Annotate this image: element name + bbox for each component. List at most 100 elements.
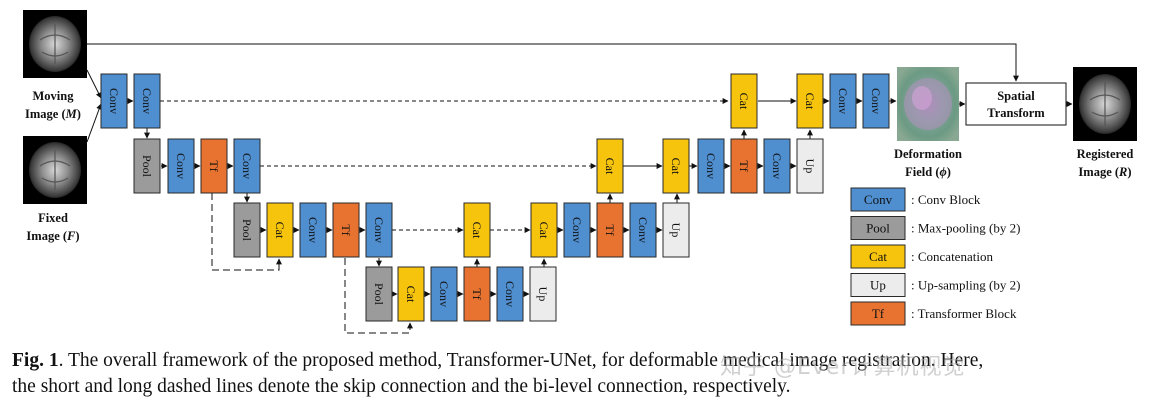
fixed-label-line2: Image (F) <box>26 229 79 243</box>
conv-block-label: Conv <box>140 88 154 114</box>
conv-block: Conv <box>496 266 524 322</box>
legend-description: : Conv Block <box>911 192 981 207</box>
cat-block-label: Cat <box>537 222 551 239</box>
up-block: Up <box>796 138 824 194</box>
cat-block: Cat <box>530 202 558 258</box>
moving-label-line2: Image (M) <box>25 107 81 121</box>
conv-block: Conv <box>862 73 890 129</box>
conv-block-label: Conv <box>503 281 517 307</box>
caption-line2: the short and long dashed lines denote t… <box>12 376 791 397</box>
cat-block-label: Cat <box>603 158 617 175</box>
figure-caption: Fig. 1. The overall framework of the pro… <box>12 348 1162 400</box>
legend-swatch <box>850 216 906 240</box>
pool-block: Pool <box>365 266 393 322</box>
deformation-label-line1: Deformation <box>894 147 962 161</box>
pool-block-label: Pool <box>240 219 254 242</box>
tf-block: Tf <box>200 138 228 194</box>
cat-block: Cat <box>662 138 690 194</box>
up-block-label: Up <box>536 287 550 302</box>
pool-block-label: Pool <box>140 155 154 178</box>
conv-block: Conv <box>100 73 128 129</box>
conv-block-label: Conv <box>869 88 883 114</box>
tf-block: Tf <box>596 202 624 258</box>
up-block: Up <box>662 202 690 258</box>
fixed-label-line1: Fixed <box>38 211 68 225</box>
tf-block-label: Tf <box>339 224 353 235</box>
conv-block: Conv <box>697 138 725 194</box>
tf-block-label: Tf <box>207 160 221 171</box>
cat-block-label: Cat <box>404 286 418 303</box>
cat-block-label: Cat <box>669 158 683 175</box>
legend-description: : Up-sampling (by 2) <box>911 278 1020 293</box>
conv-block-label: Conv <box>437 281 451 307</box>
pool-block-label: Pool <box>372 283 386 306</box>
svg-text:Transform: Transform <box>987 106 1045 120</box>
up-block: Up <box>529 266 557 322</box>
fixed-image <box>23 136 87 204</box>
cat-block-label: Cat <box>737 93 751 110</box>
cat-block-label: Cat <box>273 222 287 239</box>
svg-text:Spatial: Spatial <box>997 89 1035 103</box>
tf-block: Tf <box>730 138 758 194</box>
registered-label-line1: Registered <box>1077 147 1134 161</box>
legend-key: Tf <box>872 306 885 321</box>
cat-block: Cat <box>796 73 824 129</box>
conv-block: Conv <box>763 138 791 194</box>
bilevel-l2-l3 <box>211 193 282 271</box>
conv-block-label: Conv <box>836 88 850 114</box>
legend-key: Pool <box>866 221 890 236</box>
up-block-label: Up <box>669 223 683 238</box>
tf-block: Tf <box>463 266 491 322</box>
conv-block-label: Conv <box>636 217 650 243</box>
cat-block: Cat <box>463 202 491 258</box>
legend-swatch <box>850 301 906 326</box>
framework-diagram: Moving Image (M) Fixed Image (F) Deforma… <box>23 10 1137 334</box>
moving-image <box>23 10 87 78</box>
conv-block-label: Conv <box>770 153 784 179</box>
registered-image <box>1073 67 1137 141</box>
legend-description: : Max-pooling (by 2) <box>911 221 1020 236</box>
pool-block: Pool <box>233 202 261 258</box>
conv-block-label: Conv <box>704 153 718 179</box>
caption-line1: Fig. 1. The overall framework of the pro… <box>12 350 984 371</box>
tf-block-label: Tf <box>470 288 484 299</box>
conv-block: Conv <box>167 138 195 194</box>
conv-block: Conv <box>629 202 657 258</box>
conv-block: Conv <box>133 73 161 129</box>
moving-to-conv-arrow <box>86 69 102 99</box>
conv-block: Conv <box>299 202 327 258</box>
conv-block-label: Conv <box>372 217 386 243</box>
conv-block: Conv <box>563 202 591 258</box>
legend-description: : Transformer Block <box>911 306 1017 321</box>
legend-key: Cat <box>869 249 887 264</box>
up-block-label: Up <box>803 159 817 174</box>
spatial-transform-box: Spatial Transform <box>965 82 1067 126</box>
conv-block-label: Conv <box>240 153 254 179</box>
conv-block: Conv <box>233 138 261 194</box>
legend-description: : Concatenation <box>911 249 993 264</box>
conv-block-label: Conv <box>570 217 584 243</box>
tf-block: Tf <box>332 202 360 258</box>
watermark: 知乎 @Ever计算机视觉 <box>720 355 966 380</box>
cat-block: Cat <box>730 73 758 129</box>
conv-block-label: Conv <box>306 217 320 243</box>
conv-block: Conv <box>365 202 393 258</box>
legend-key: Up <box>870 278 886 293</box>
cat-block-label: Cat <box>470 222 484 239</box>
cat-block: Cat <box>266 202 294 258</box>
conv-block-label: Conv <box>174 153 188 179</box>
deformation-field-image <box>897 67 959 141</box>
moving-to-spatial-arrow <box>87 43 1019 82</box>
conv-block: Conv <box>829 73 857 129</box>
bilevel-l3-l4 <box>344 258 413 334</box>
cat-block: Cat <box>596 138 624 194</box>
moving-label-line1: Moving <box>33 89 75 103</box>
fixed-to-conv-arrow <box>86 103 102 143</box>
pool-block: Pool <box>133 138 161 194</box>
legend-swatch <box>850 273 906 297</box>
tf-block-label: Tf <box>737 160 751 171</box>
legend-key: Conv <box>864 192 893 207</box>
tf-block-label: Tf <box>603 224 617 235</box>
legend-swatch <box>850 187 906 212</box>
